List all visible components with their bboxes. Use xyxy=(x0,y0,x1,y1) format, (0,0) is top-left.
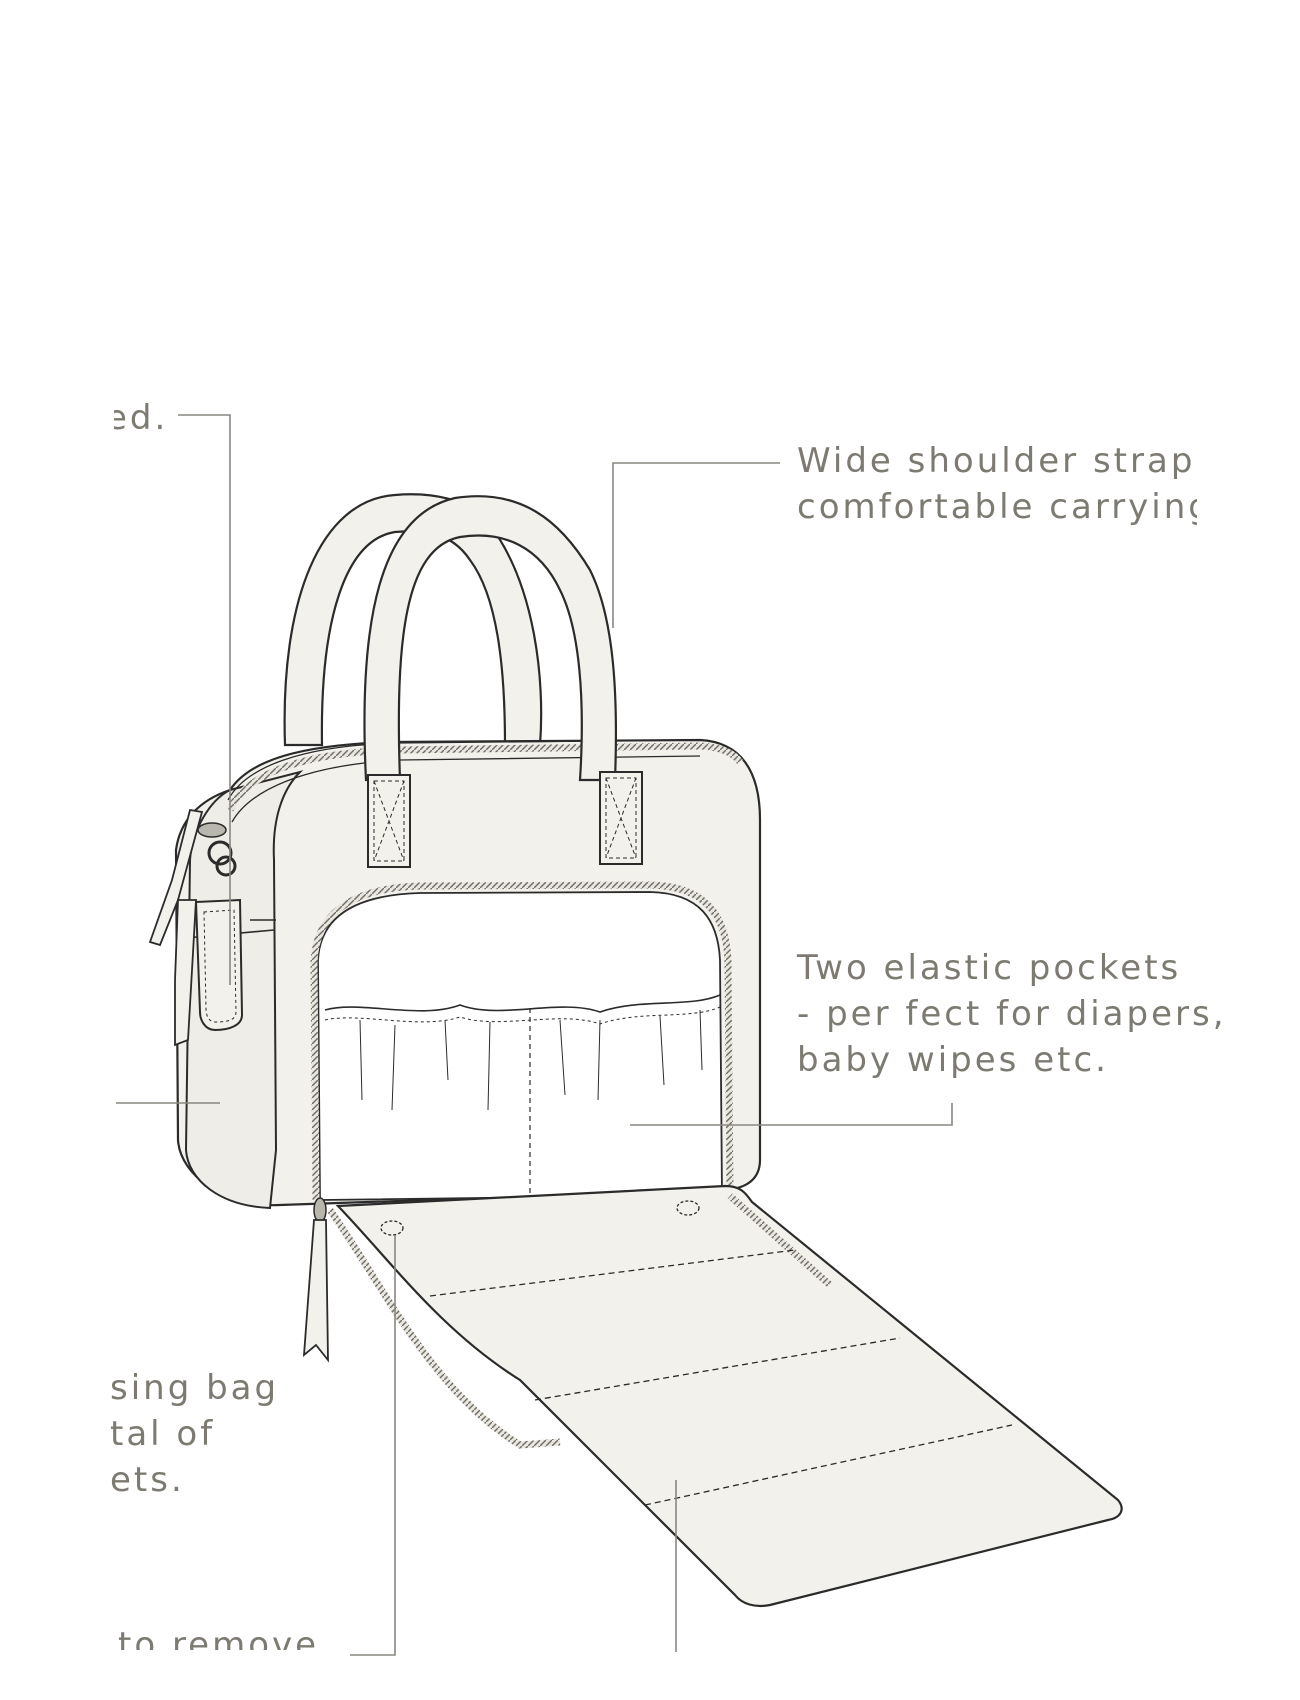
front-zipper-pull xyxy=(302,1197,329,1363)
top-zipper xyxy=(226,742,743,812)
handle-tab-right xyxy=(599,771,643,865)
annotation-shoulder-straps: Wide shoulder straps comfortable carryin… xyxy=(797,438,1197,538)
annotation-left-bag: sing bag tal of ets. xyxy=(110,1365,300,1505)
shoulder-straps-line-1: Wide shoulder straps xyxy=(797,441,1197,481)
changing-mat xyxy=(335,1184,1123,1608)
front-pocket-interior xyxy=(317,891,723,1201)
left-bag-line-1: sing bag xyxy=(110,1368,280,1408)
annotation-bottom-left: to remove xyxy=(118,1625,320,1650)
left-bag-line-2: tal of xyxy=(110,1414,216,1454)
left-bag-line-3: ets. xyxy=(110,1460,185,1500)
annotation-top-left: ed. xyxy=(114,398,169,438)
back-handle xyxy=(283,493,543,747)
elastic-pockets-line-1: Two elastic pockets xyxy=(797,948,1182,988)
elastic-pockets xyxy=(324,994,721,1195)
elastic-pockets-line-2: - per fect for diapers, xyxy=(797,994,1227,1034)
shoulder-straps-line-2: comfortable carrying. xyxy=(797,487,1197,527)
annotation-elastic-pockets: Two elastic pockets - per fect for diape… xyxy=(797,945,1227,1083)
leader-lines xyxy=(116,414,953,1656)
handle-tab-left xyxy=(367,774,411,868)
elastic-pockets-line-3: baby wipes etc. xyxy=(797,1040,1109,1080)
